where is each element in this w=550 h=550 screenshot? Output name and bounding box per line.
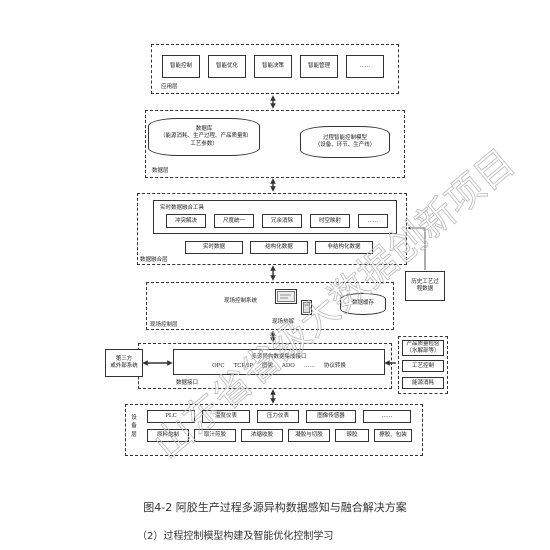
- device-image-sensor: 图像传感器: [306, 410, 356, 423]
- fusion-tool-5: ……: [358, 214, 388, 228]
- history-line1: 历史工艺过: [411, 279, 439, 286]
- fusion-tool-2: 尺度统一: [214, 214, 254, 228]
- model-cylinder: 过程智能控制模型 （设备、环节、生产线）: [300, 126, 390, 158]
- fusion-tools-title: 实时数据融合工具: [160, 205, 205, 211]
- field-control-system-label: 现场控制系统: [224, 298, 258, 304]
- device-label-char-3: 层: [131, 431, 137, 438]
- database-cylinder: 数据库 （能源消耗、生产过程、产品质量和 工艺参数）: [148, 118, 260, 156]
- app-item-1: 智能控制: [162, 55, 200, 78]
- fusion-tool-1: 冲突解决: [166, 214, 206, 228]
- fusion-tool-3: 冗余消除: [262, 214, 302, 228]
- protocol-conversion: 协议转换: [323, 363, 346, 369]
- device-unit-icon: [301, 300, 312, 315]
- device-label-char-2: 备: [131, 423, 137, 430]
- field-control-layer: [146, 282, 394, 330]
- step-drying: 晾胶: [335, 429, 369, 442]
- side-input-quality: 产品质量检验 （水解部等）: [402, 340, 444, 356]
- side-input-quality-line1: 产品质量检验: [406, 341, 440, 348]
- protocol-ado: ADO: [281, 363, 295, 369]
- field-meter-label: 现场热解: [272, 319, 295, 325]
- protocol-image: 图像: [261, 363, 273, 369]
- side-inputs-group: [398, 336, 448, 394]
- third-party-line2: 或外部系统: [110, 363, 138, 369]
- device-plc: PLC: [147, 410, 195, 423]
- monitor-icon: [275, 289, 297, 304]
- protocol-more: ……: [303, 363, 315, 369]
- application-layer-label: 应用层: [161, 84, 178, 90]
- app-item-2: 智能优化: [208, 55, 246, 78]
- interface-title: 多源异构数据集成接口: [251, 354, 307, 361]
- step-concentrate: 浓缩收胶: [241, 429, 283, 442]
- integration-interface-panel: 多源异构数据集成接口 OPC TCP/IP 图像 ADO …… 协议转换: [173, 349, 385, 375]
- device-layer: [125, 404, 423, 456]
- data-interface-label: 数据接口: [176, 380, 199, 386]
- application-layer: [151, 44, 399, 94]
- figure-caption: 图4-2 阿胶生产过程多源异构数据感知与融合解决方案: [143, 501, 407, 514]
- device-more: ……: [363, 410, 411, 423]
- third-party-line1: 第三方: [115, 356, 133, 363]
- step-wipe-pack: 擦胶、包装: [374, 429, 412, 442]
- field-control-layer-label: 现场控制层: [150, 322, 178, 328]
- protocol-tcpip: TCP/IP: [233, 363, 253, 369]
- side-input-process-control: 工艺控制: [402, 360, 444, 372]
- cabinet-icon: [303, 302, 310, 313]
- protocol-row: OPC TCP/IP 图像 ADO …… 协议转换: [212, 363, 346, 370]
- database-title: 数据库: [195, 125, 213, 132]
- database-line2: 工艺参数）: [190, 140, 218, 147]
- data-layer: [145, 110, 405, 178]
- data-cache-label: 数据缓存: [351, 300, 374, 307]
- third-party-system-box: 第三方 或外部系统: [105, 349, 143, 377]
- data-layer-label: 数据层: [152, 168, 169, 174]
- fusion-tool-4: 时空映射: [310, 214, 350, 228]
- model-line1: 过程智能控制模型: [322, 134, 367, 141]
- device-label-char-1: 设: [131, 415, 137, 421]
- history-line2: 程数据: [416, 286, 434, 292]
- step-gel-cut: 凝胶与切胶: [288, 429, 330, 442]
- data-type-structured: 结构化数据: [250, 241, 308, 254]
- history-process-data-box: 历史工艺过 程数据: [405, 271, 445, 301]
- fusion-layer: [137, 193, 407, 265]
- section-subheading: （2）过程控制模型构建及智能优化控制学习: [137, 531, 334, 542]
- device-pressure-meter: 压力仪表: [257, 410, 299, 423]
- app-item-4: 智能管理: [300, 55, 338, 78]
- app-item-3: 智能决策: [254, 55, 292, 78]
- data-cache-cylinder: 数据缓存: [340, 293, 386, 315]
- device-layer-label: 设 备 层: [130, 414, 138, 439]
- model-line2: （设备、环节、生产线）: [314, 142, 376, 148]
- device-temperature-meter: 温度仪表: [202, 410, 250, 423]
- side-input-quality-line2: （水解部等）: [406, 348, 440, 354]
- protocol-opc: OPC: [212, 363, 225, 369]
- database-line1: （能源消耗、生产过程、产品质量和: [159, 133, 248, 140]
- step-raw-material: 原料炮制: [147, 429, 189, 442]
- side-input-energy: 能源消耗: [402, 377, 444, 389]
- history-feedback-line: [407, 226, 426, 270]
- fusion-layer-label: 数据融合层: [140, 257, 168, 263]
- data-type-realtime: 实时数据: [185, 241, 243, 254]
- data-type-unstructured: 非结构化数据: [315, 241, 373, 254]
- app-item-5: ……: [346, 55, 384, 78]
- monitor-screen-icon: [277, 291, 295, 302]
- step-juice-boil: 取汁煎胶: [194, 429, 236, 442]
